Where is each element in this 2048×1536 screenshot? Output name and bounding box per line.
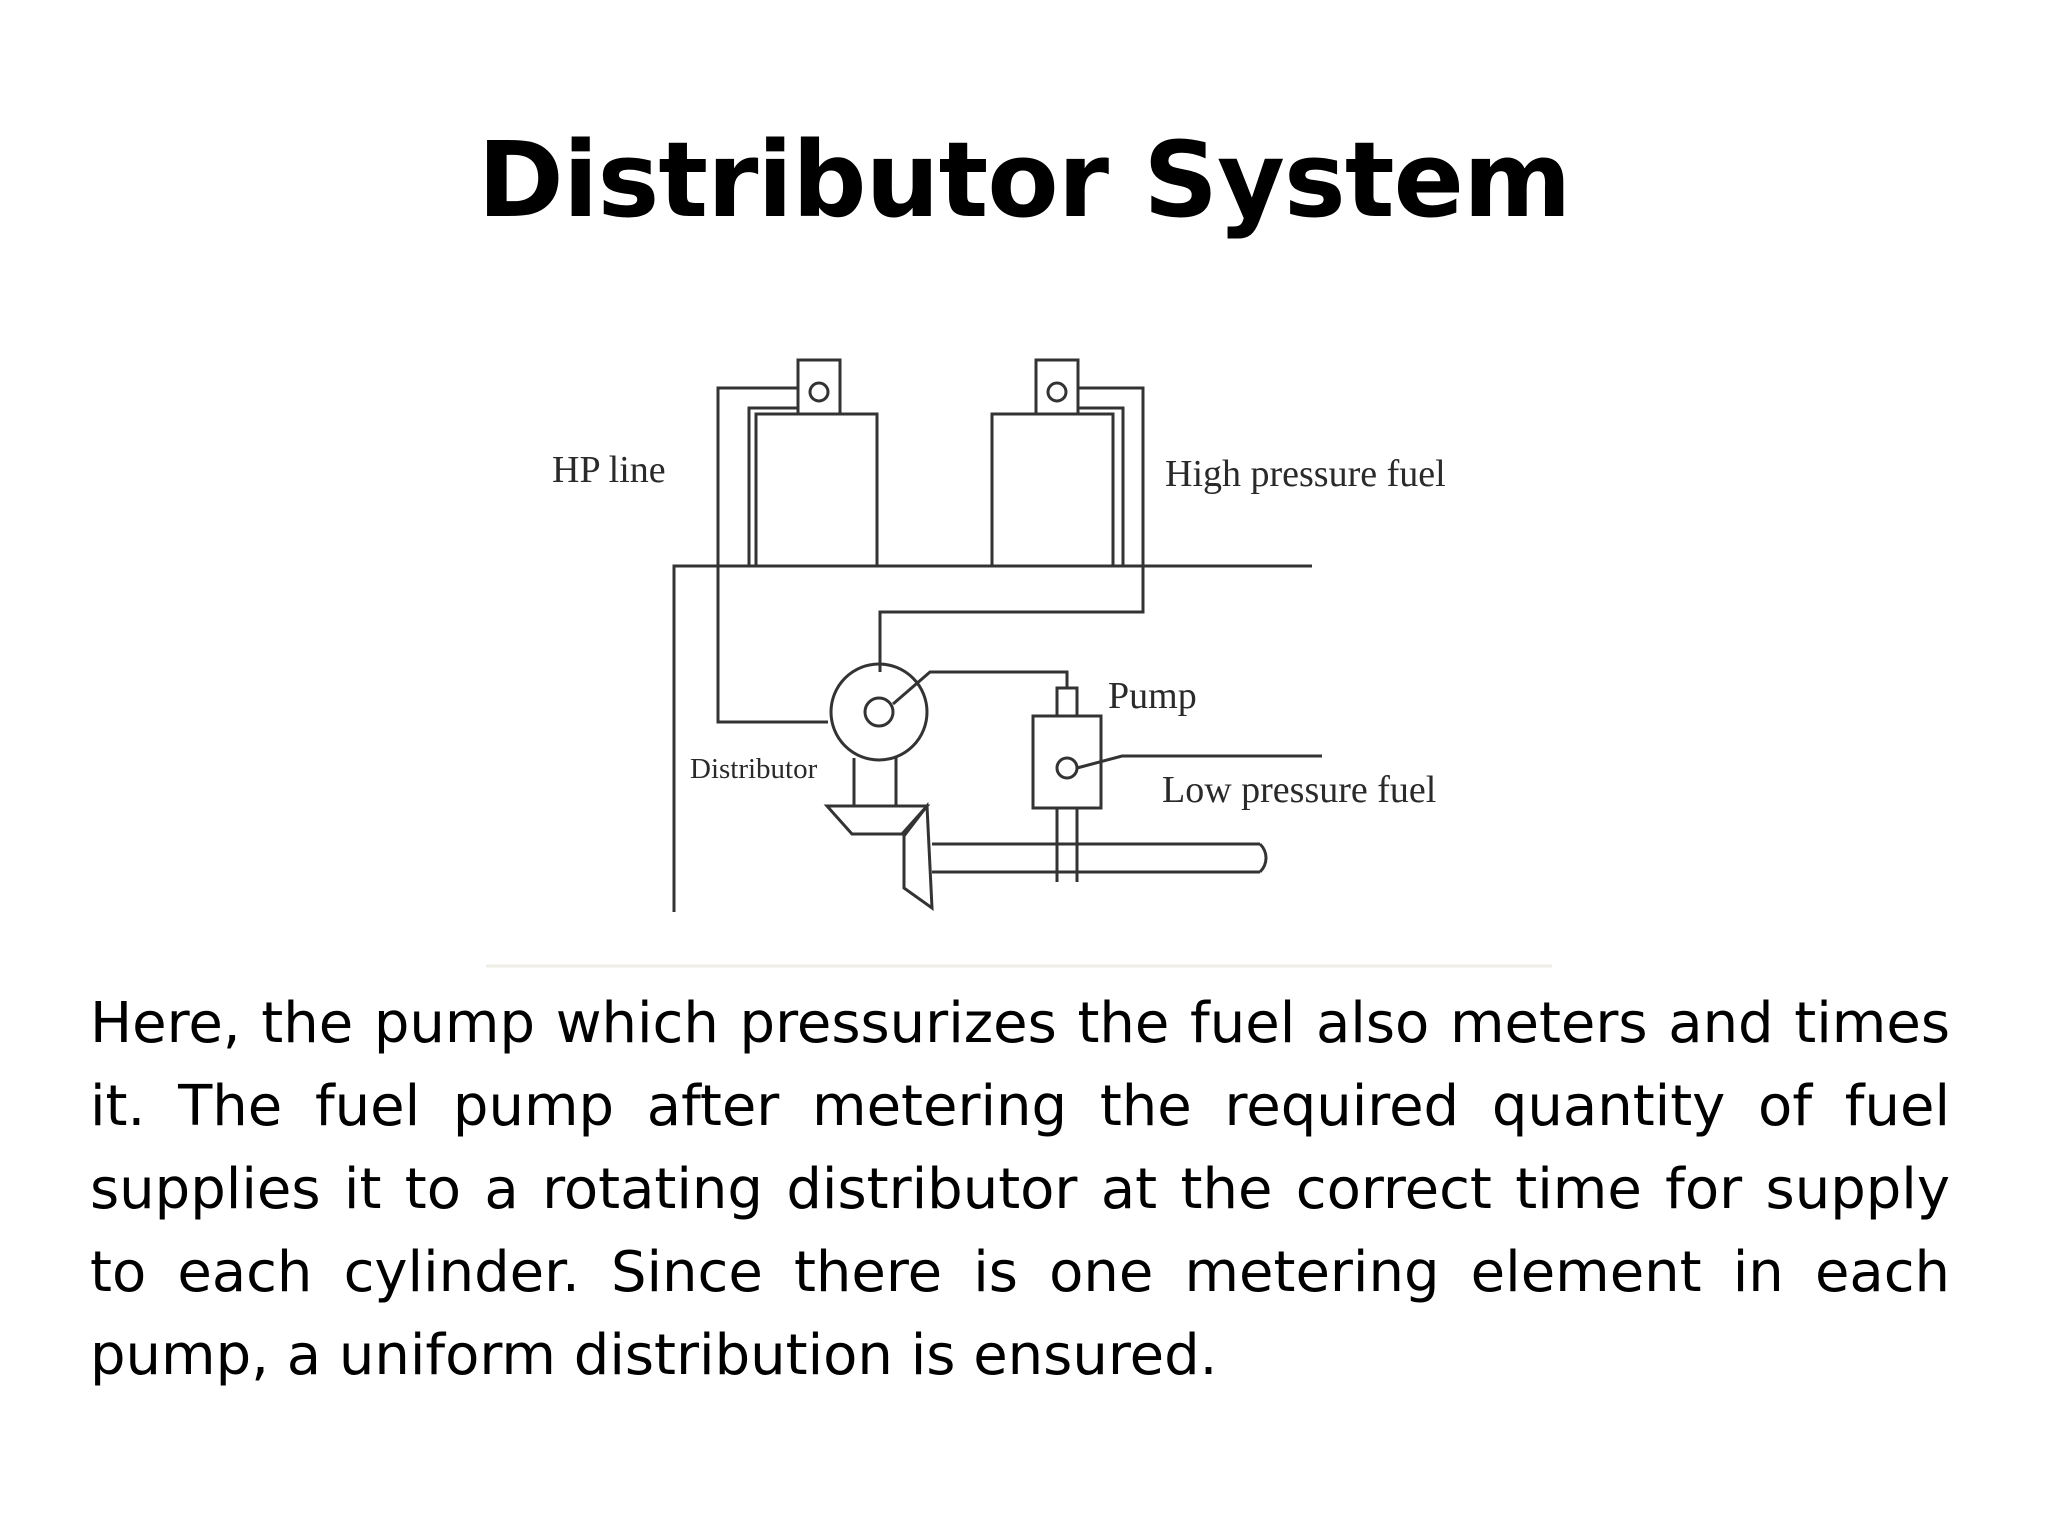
- engine-block-line: [672, 564, 1312, 912]
- slide-body-text: Here, the pump which pressurizes the fue…: [90, 991, 1950, 1388]
- hp-line-right-outer: [878, 386, 1145, 672]
- injector-left: [796, 358, 842, 416]
- distributor-rotor: [863, 696, 895, 728]
- pump-orifice: [1055, 756, 1079, 780]
- label-pump: Pump: [1108, 675, 1197, 717]
- hp-line-right-inner: [1078, 406, 1125, 566]
- bevel-gear-top: [823, 804, 931, 836]
- slide-title: Distributor System: [477, 119, 1572, 241]
- distributor-housing: [829, 662, 929, 762]
- pump-body: [1031, 714, 1103, 810]
- low-pressure-fuel-line: [1076, 754, 1322, 770]
- injector-left-orifice: [808, 381, 830, 403]
- distributor-system-diagram: HP line High pressure fuel Pump Distribu…: [482, 336, 1562, 972]
- drive-shaft-end: [1258, 842, 1268, 874]
- label-distributor: Distributor: [690, 753, 818, 785]
- label-low-pressure-fuel: Low pressure fuel: [1162, 769, 1436, 811]
- pump-stem: [1055, 808, 1079, 882]
- cylinder-right: [990, 412, 1115, 568]
- bevel-gear-side: [902, 801, 934, 912]
- distributor-feed-line: [892, 670, 1069, 706]
- pump-plunger: [1055, 686, 1079, 718]
- label-hp-line: HP line: [552, 449, 666, 491]
- cylinder-left: [754, 412, 879, 568]
- injector-right: [1034, 358, 1080, 416]
- hp-line-left-outer: [716, 386, 828, 724]
- distributor-shaft: [852, 758, 898, 806]
- hp-line-left-inner: [747, 406, 798, 566]
- injector-right-orifice: [1046, 381, 1068, 403]
- label-high-pressure-fuel: High pressure fuel: [1165, 453, 1446, 495]
- diagram-svg: HP line High pressure fuel Pump Distribu…: [486, 358, 1552, 968]
- drive-shaft: [932, 842, 1260, 874]
